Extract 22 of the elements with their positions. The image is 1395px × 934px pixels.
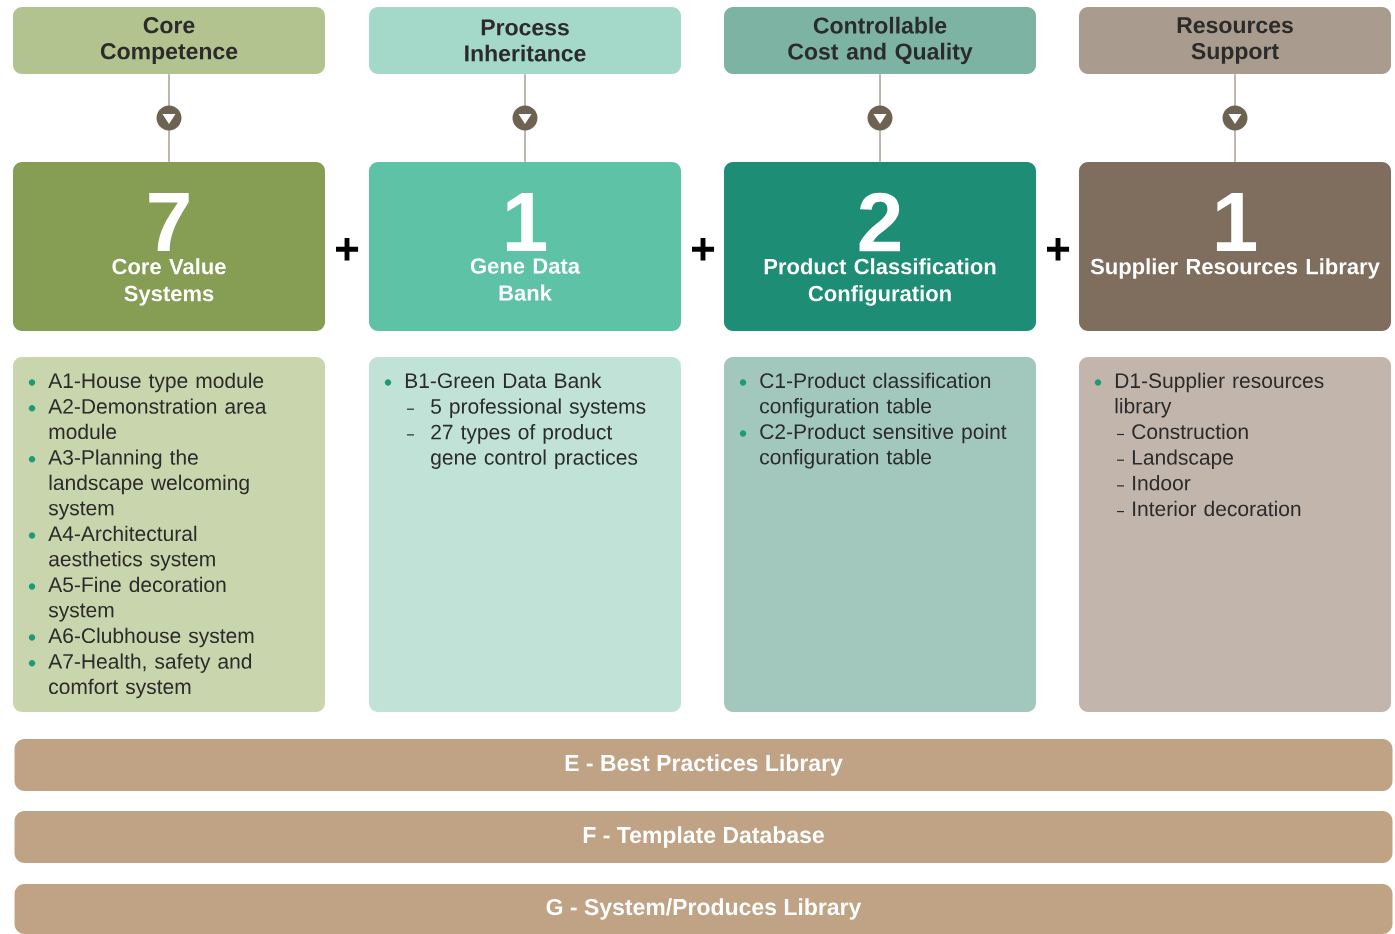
plus-sign: + — [692, 238, 715, 261]
arrow — [156, 73, 182, 163]
list-panel: C1-Product classification configuration table C2-Product sensitive point configuration table — [724, 357, 1036, 712]
arrow — [867, 73, 893, 163]
list-panel: D1-Supplier resources library Construction Landscape Indoor Interior decoration — [1079, 357, 1391, 712]
category-header: Core Competence — [13, 7, 325, 74]
library-band: F - Template Database — [14, 811, 1393, 863]
value-card: 1 Supplier Resources Library — [1079, 162, 1391, 331]
library-band: G - System/Produces Library — [14, 884, 1393, 934]
list-panel: B1-Green Data Bank 5 professional systems 27 types of product gene control practices — [369, 357, 681, 712]
value-card: 1 Gene Data Bank — [369, 162, 681, 331]
plus-sign: + — [336, 238, 359, 261]
list-panel: A1-House type module A2-Demonstration area module A3-Planning the landscape welcoming system A4-Architectural aesthetics system A5-Fine decoration system A6-Clubhouse system A7-Health, safety and comfort system — [13, 357, 325, 712]
library-band: E - Best Practices Library — [14, 739, 1393, 791]
category-header: Process Inheritance — [369, 7, 681, 74]
value-card: 2 Product Classification Configuration — [724, 162, 1036, 331]
category-header: Resources Support — [1079, 7, 1391, 74]
plus-sign: + — [1047, 238, 1070, 261]
value-card: 7 Core Value Systems — [13, 162, 325, 331]
category-header: Controllable Cost and Quality — [724, 7, 1036, 74]
arrow — [512, 73, 538, 163]
arrow — [1222, 73, 1248, 163]
